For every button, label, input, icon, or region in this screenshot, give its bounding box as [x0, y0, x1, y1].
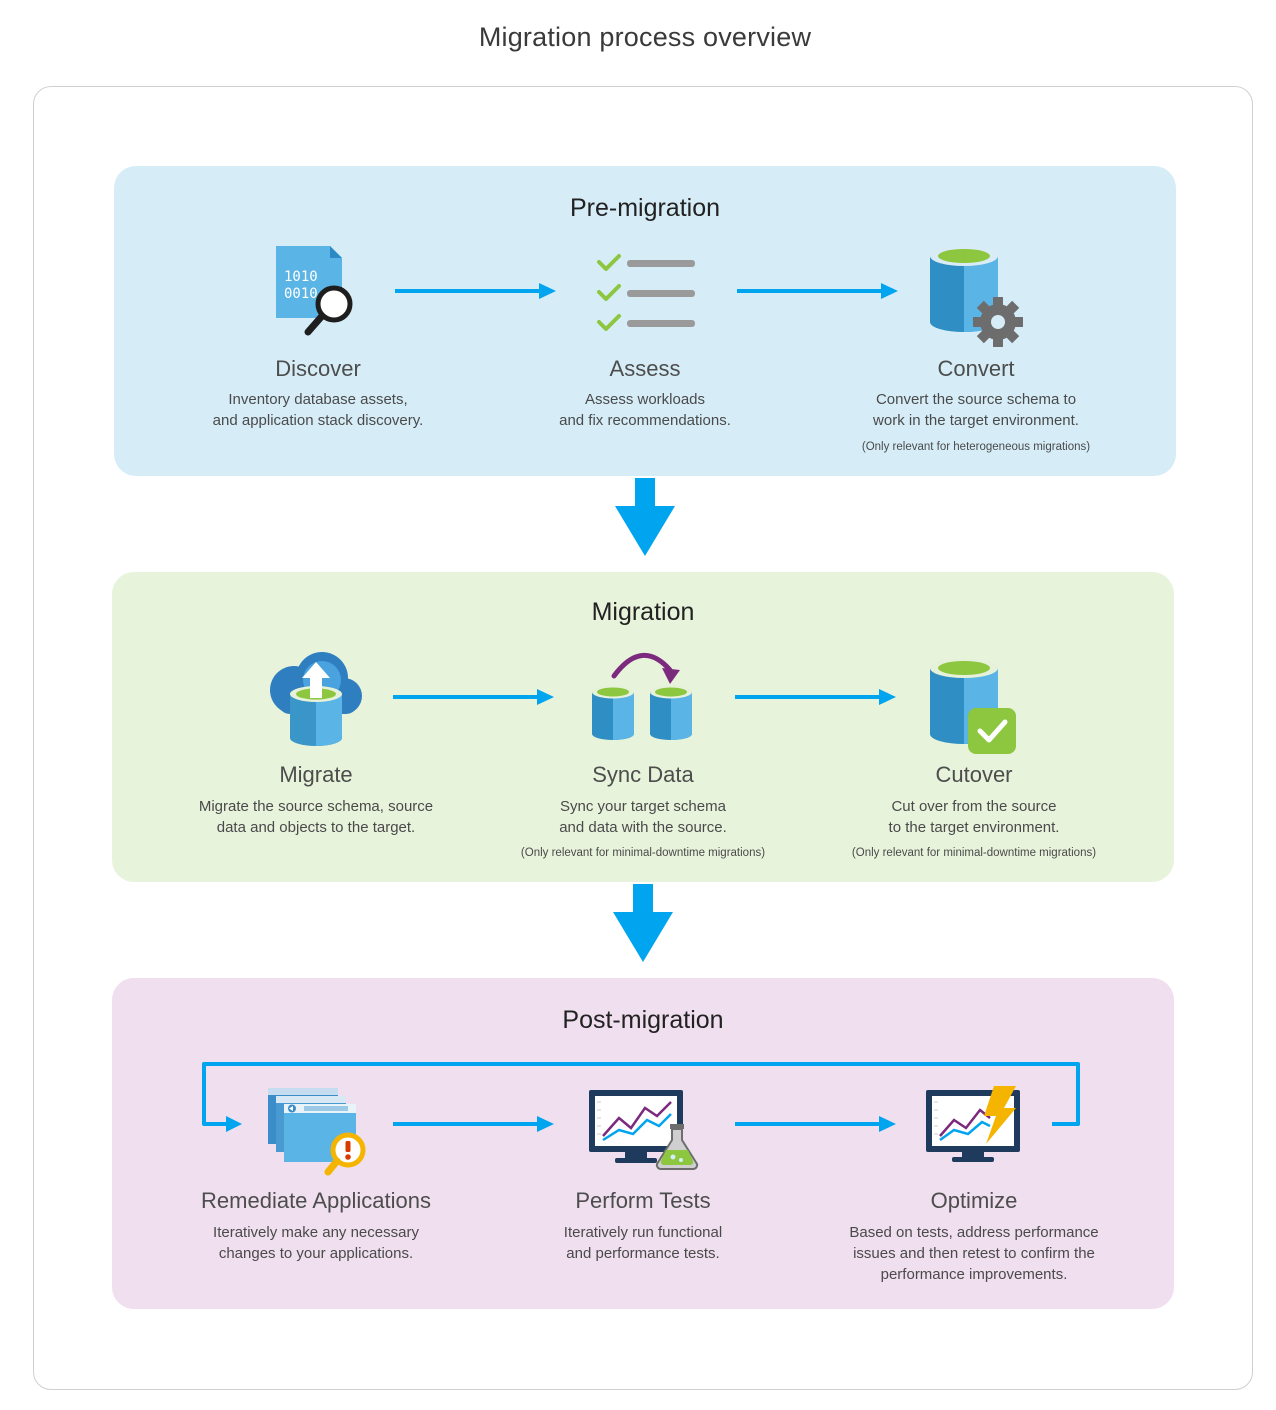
iteration-loop-arrow — [202, 1062, 1080, 1132]
step-convert: Convert Convert the source schema to wor… — [826, 166, 1126, 476]
flow-arrow — [735, 689, 896, 705]
database-gear-icon — [928, 244, 1024, 347]
phase-down-arrow — [613, 884, 673, 962]
step-description: Sync your target schema and data with th… — [559, 798, 727, 836]
step-description: Migrate the source schema, source data a… — [198, 798, 434, 836]
binary-file-search-icon: 1010 0010 — [272, 244, 364, 344]
database-check-icon — [928, 656, 1020, 756]
step-name: Remediate Applications — [201, 1188, 431, 1213]
step-sync-data: Sync Data Sync your target schema and da… — [493, 572, 793, 882]
step-name: Assess — [609, 356, 681, 381]
flow-arrow — [737, 283, 898, 299]
step-name: Convert — [937, 356, 1015, 381]
step-description: Cut over from the source to the target e… — [888, 798, 1060, 836]
step-optimize: Optimize Based on tests, address perform… — [824, 978, 1124, 1309]
app-windows-warning-icon — [264, 1086, 368, 1176]
step-perform-tests: Perform Tests Iteratively run functional… — [493, 978, 793, 1309]
checklist-icon — [595, 254, 695, 334]
step-description: Convert the source schema to work in the… — [873, 391, 1079, 429]
monitor-lightning-icon — [924, 1086, 1024, 1166]
step-description: Inventory database assets, and applicati… — [212, 391, 424, 429]
svg-text:1010: 1010 — [284, 269, 318, 285]
step-discover: 1010 0010 Discover Inventory database as… — [168, 166, 468, 476]
step-note: (Only relevant for minimal-downtime migr… — [520, 847, 766, 859]
step-name: Optimize — [930, 1188, 1018, 1213]
phase-title: Pre-migration — [569, 194, 721, 222]
flow-arrow — [395, 283, 556, 299]
step-assess: Assess Assess workloads and fix recommen… — [495, 166, 795, 476]
step-name: Discover — [275, 356, 361, 381]
flow-arrow — [393, 1116, 554, 1132]
database-sync-icon — [590, 646, 696, 742]
svg-text:0010: 0010 — [284, 286, 318, 302]
phase-title: Migration — [591, 598, 695, 626]
step-description: Iteratively make any necessary changes t… — [213, 1224, 419, 1262]
phase-post-migration: Post-migration Remediate App — [112, 978, 1174, 1309]
step-name: Sync Data — [592, 762, 694, 787]
phase-migration: Migration Migrate Migrate the source s — [112, 572, 1174, 882]
page-title: Migration process overview — [478, 22, 812, 52]
phase-down-arrow — [615, 478, 675, 556]
monitor-flask-icon — [587, 1088, 699, 1170]
step-migrate: Migrate Migrate the source schema, sourc… — [166, 572, 466, 882]
step-remediate-applications: Remediate Applications Iteratively make … — [166, 978, 466, 1309]
cloud-upload-database-icon — [266, 650, 366, 750]
step-description: Assess workloads and fix recommendations… — [559, 391, 731, 429]
step-cutover: Cutover Cut over from the source to the … — [824, 572, 1124, 882]
flow-arrow — [735, 1116, 896, 1132]
step-description: Based on tests, address performance issu… — [849, 1224, 1099, 1283]
step-note: (Only relevant for minimal-downtime migr… — [851, 847, 1097, 859]
phase-pre-migration: Pre-migration 1010 0010 Discover Invento… — [114, 166, 1176, 476]
step-name: Cutover — [935, 762, 1013, 787]
step-name: Perform Tests — [575, 1188, 711, 1213]
step-description: Iteratively run functional and performan… — [563, 1224, 723, 1262]
flow-arrow — [393, 689, 554, 705]
phase-title: Post-migration — [562, 1006, 724, 1034]
step-note: (Only relevant for heterogeneous migrati… — [861, 441, 1091, 453]
step-name: Migrate — [279, 762, 353, 787]
